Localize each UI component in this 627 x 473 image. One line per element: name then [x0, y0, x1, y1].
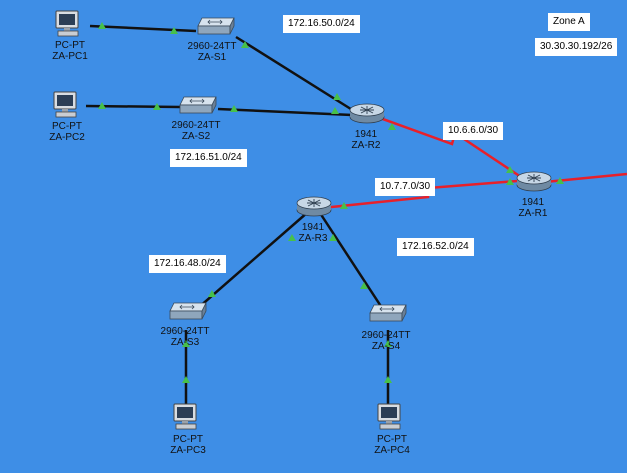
- s1-model: 2960-24TT: [187, 41, 237, 52]
- note-10-6-6[interactable]: 10.6.6.0/30: [443, 122, 504, 140]
- label-r3: 1941 ZA-R3: [299, 222, 328, 244]
- label-s3: 2960-24TT ZA-S3: [161, 326, 210, 348]
- pc2-name: ZA-PC2: [49, 132, 85, 143]
- pc4-model: PC-PT: [377, 434, 407, 445]
- link-pc1-s1[interactable]: [89, 24, 197, 33]
- s3-model: 2960-24TT: [160, 326, 210, 337]
- s4-name: ZA-S4: [371, 341, 401, 352]
- pc4-name: ZA-PC4: [374, 445, 410, 456]
- switch-icon: [369, 304, 407, 322]
- note-172-16-48[interactable]: 172.16.48.0/24: [149, 255, 226, 273]
- label-pc2: PC-PT ZA-PC2: [49, 121, 85, 143]
- router-icon: [516, 171, 552, 192]
- router-za-r1[interactable]: [516, 171, 552, 192]
- s4-model: 2960-24TT: [361, 330, 411, 341]
- pc-icon: [377, 403, 401, 430]
- r1-name: ZA-R1: [518, 208, 548, 219]
- label-pc4: PC-PT ZA-PC4: [374, 434, 410, 456]
- note-10-7-7[interactable]: 10.7.7.0/30: [375, 178, 436, 196]
- router-icon: [296, 196, 332, 217]
- label-s1: 2960-24TT ZA-S1: [188, 41, 237, 63]
- router-za-r2[interactable]: [349, 103, 385, 124]
- label-pc1: PC-PT ZA-PC1: [52, 40, 88, 62]
- pc-za-pc2[interactable]: [53, 91, 77, 118]
- link-r1-external-serial[interactable]: [544, 172, 627, 184]
- pc-za-pc1[interactable]: [55, 10, 79, 37]
- s2-model: 2960-24TT: [171, 120, 221, 131]
- s2-name: ZA-S2: [181, 131, 211, 142]
- link-s1-r2[interactable]: [235, 35, 363, 118]
- link-r3-s4[interactable]: [318, 212, 388, 315]
- pc-icon: [53, 91, 77, 118]
- switch-za-s1[interactable]: [197, 17, 235, 35]
- r2-model: 1941: [354, 129, 378, 140]
- label-s2: 2960-24TT ZA-S2: [172, 120, 221, 142]
- switch-za-s2[interactable]: [179, 96, 217, 114]
- link-s2-r2[interactable]: [217, 107, 353, 117]
- label-r2: 1941 ZA-R2: [352, 129, 381, 151]
- router-za-r3[interactable]: [296, 196, 332, 217]
- switch-za-s3[interactable]: [169, 302, 207, 320]
- label-r1: 1941 ZA-R1: [519, 197, 548, 219]
- ethernet-links: [85, 24, 390, 408]
- note-172-16-50[interactable]: 172.16.50.0/24: [283, 15, 360, 33]
- pc-za-pc3[interactable]: [173, 403, 197, 430]
- pc-icon: [173, 403, 197, 430]
- pc3-model: PC-PT: [173, 434, 203, 445]
- switch-za-s4[interactable]: [369, 304, 407, 322]
- note-172-16-51[interactable]: 172.16.51.0/24: [170, 149, 247, 167]
- label-s4: 2960-24TT ZA-S4: [362, 330, 411, 352]
- label-pc3: PC-PT ZA-PC3: [170, 434, 206, 456]
- link-status-indicators: [98, 22, 564, 383]
- pc-za-pc4[interactable]: [377, 403, 401, 430]
- router-icon: [349, 103, 385, 124]
- switch-icon: [179, 96, 217, 114]
- r1-model: 1941: [521, 197, 545, 208]
- pc-icon: [55, 10, 79, 37]
- r2-name: ZA-R2: [351, 140, 381, 151]
- zone-network[interactable]: 30.30.30.192/26: [535, 38, 618, 56]
- r3-name: ZA-R3: [298, 233, 328, 244]
- pc1-name: ZA-PC1: [52, 51, 88, 62]
- link-r3-s3[interactable]: [189, 211, 309, 316]
- pc2-model: PC-PT: [52, 121, 82, 132]
- zone-title[interactable]: Zone A: [548, 13, 590, 31]
- note-172-16-52[interactable]: 172.16.52.0/24: [397, 238, 474, 256]
- s3-name: ZA-S3: [170, 337, 200, 348]
- pc1-model: PC-PT: [55, 40, 85, 51]
- s1-name: ZA-S1: [197, 52, 227, 63]
- switch-icon: [169, 302, 207, 320]
- pc3-name: ZA-PC3: [170, 445, 206, 456]
- r3-model: 1941: [301, 222, 325, 233]
- switch-icon: [197, 17, 235, 35]
